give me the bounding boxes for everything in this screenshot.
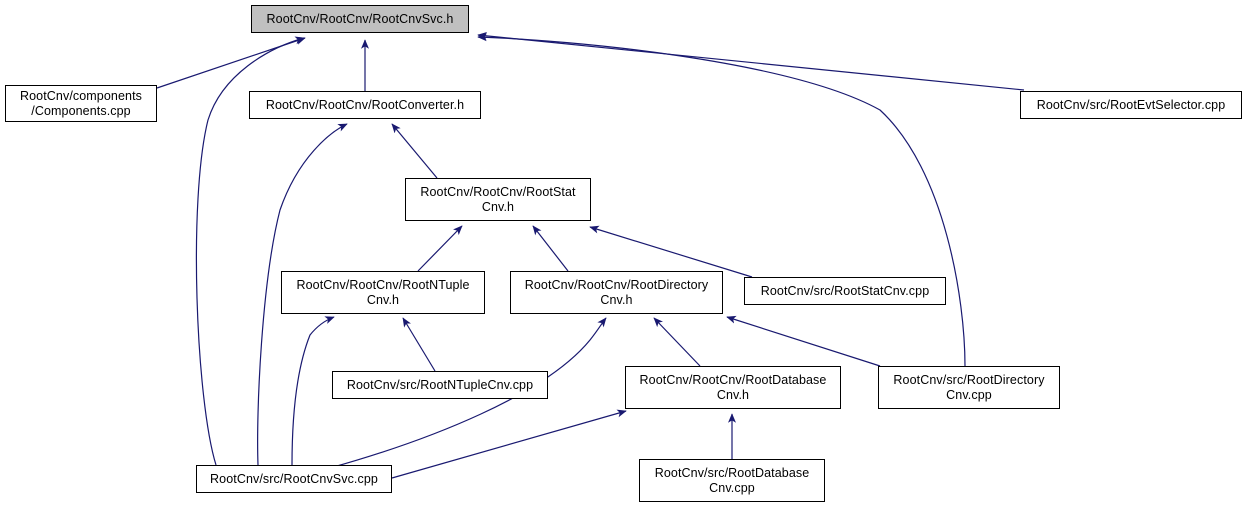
edge-rootcnvsvc-cpp-to-rootntuplecnv-h <box>291 316 335 466</box>
node-rootntuplecnv-h[interactable]: RootCnv/RootCnv/RootNTuple Cnv.h <box>281 271 485 314</box>
edge-rootstatcnv-cpp-to-rootstatcnv-h <box>589 225 753 278</box>
edge-rootntuplecnv-cpp-to-rootntuplecnv-h <box>402 317 436 372</box>
node-label: RootCnv/src/RootEvtSelector.cpp <box>1036 97 1226 112</box>
node-label: RootCnv/src/RootStatCnv.cpp <box>760 283 930 298</box>
edge-rootdirectorycnv-cpp-to-rootdirectorycnv-h <box>726 315 881 367</box>
node-rootcnvsvc-h[interactable]: RootCnv/RootCnv/RootCnvSvc.h <box>251 5 469 33</box>
node-rootdirectorycnv-h[interactable]: RootCnv/RootCnv/RootDirectory Cnv.h <box>510 271 723 314</box>
edge-rootstatcnv-h-to-rootconverter-h <box>391 123 438 179</box>
node-label: RootCnv/src/RootCnvSvc.cpp <box>210 471 378 486</box>
node-rootconverter-h[interactable]: RootCnv/RootCnv/RootConverter.h <box>249 91 481 119</box>
node-rootcnvsvc-cpp[interactable]: RootCnv/src/RootCnvSvc.cpp <box>196 465 392 493</box>
node-label: RootCnv/src/RootDatabase Cnv.cpp <box>654 465 810 495</box>
edge-rootntuplecnv-h-to-rootstatcnv-h <box>417 225 463 272</box>
node-label: RootCnv/RootCnv/RootNTuple Cnv.h <box>296 277 470 307</box>
node-rootevtselector-cpp[interactable]: RootCnv/src/RootEvtSelector.cpp <box>1020 91 1242 119</box>
edge-components-cpp-to-rootcnvsvc-h <box>156 37 306 89</box>
node-label: RootCnv/RootCnv/RootDirectory Cnv.h <box>524 277 709 307</box>
node-label: RootCnv/src/RootDirectory Cnv.cpp <box>893 372 1045 402</box>
node-rootdatabasecnv-h[interactable]: RootCnv/RootCnv/RootDatabase Cnv.h <box>625 366 841 409</box>
edge-rootdatabasecnv-h-to-rootdirectorycnv-h <box>653 317 701 367</box>
node-rootstatcnv-h[interactable]: RootCnv/RootCnv/RootStat Cnv.h <box>405 178 591 221</box>
node-label: RootCnv/components /Components.cpp <box>19 88 142 118</box>
node-label: RootCnv/src/RootNTupleCnv.cpp <box>346 377 534 392</box>
node-rootntuplecnv-cpp[interactable]: RootCnv/src/RootNTupleCnv.cpp <box>332 371 548 399</box>
node-label: RootCnv/RootCnv/RootConverter.h <box>265 97 465 112</box>
node-rootstatcnv-cpp[interactable]: RootCnv/src/RootStatCnv.cpp <box>744 277 946 305</box>
edge-rootcnvsvc-cpp-to-rootdatabasecnv-h <box>391 409 627 479</box>
node-components-cpp[interactable]: RootCnv/components /Components.cpp <box>5 85 157 122</box>
edge-rootevtselector-cpp-to-rootcnvsvc-h <box>477 31 1025 91</box>
node-label: RootCnv/RootCnv/RootDatabase Cnv.h <box>639 372 827 402</box>
node-rootdirectorycnv-cpp[interactable]: RootCnv/src/RootDirectory Cnv.cpp <box>878 366 1060 409</box>
node-label: RootCnv/RootCnv/RootStat Cnv.h <box>420 184 576 214</box>
node-label: RootCnv/RootCnv/RootCnvSvc.h <box>266 11 454 26</box>
node-rootdatabasecnv-cpp[interactable]: RootCnv/src/RootDatabase Cnv.cpp <box>639 459 825 502</box>
edge-rootdirectorycnv-h-to-rootstatcnv-h <box>532 225 569 272</box>
